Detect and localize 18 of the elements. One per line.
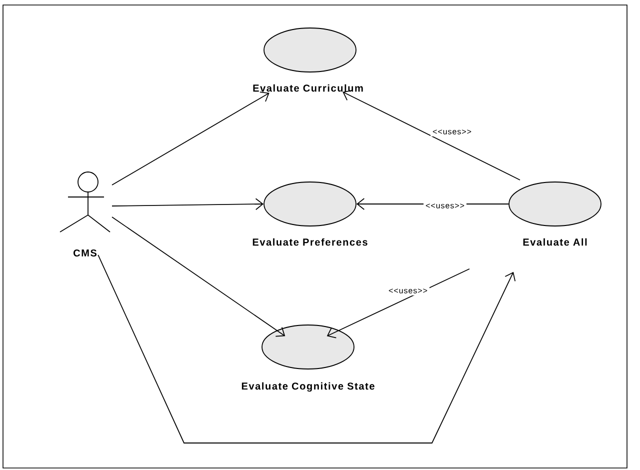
arrow [112, 216, 286, 337]
edge-label: <<uses>> [430, 128, 474, 136]
edge-label: <<uses>> [424, 202, 466, 210]
use-case: Evaluate Cognitive State [242, 324, 374, 392]
arrow [326, 268, 470, 338]
arrow [112, 92, 270, 186]
node-label: Evaluate Preferences [252, 238, 368, 246]
actor-figure: CMS [60, 172, 110, 257]
arrow [342, 90, 520, 180]
arrow [112, 198, 264, 210]
node-label: Evaluate Cognitive State [242, 382, 374, 392]
edge-label: <<uses>> [386, 286, 430, 296]
use-case: Evaluate Preferences [252, 182, 368, 246]
use-case: Evaluate Curriculum [253, 28, 363, 92]
node-label: Evaluate All [523, 238, 587, 246]
node-label: Evaluate Curriculum [253, 84, 363, 92]
arrow [98, 254, 516, 444]
use-case: Evaluate All [508, 182, 602, 246]
